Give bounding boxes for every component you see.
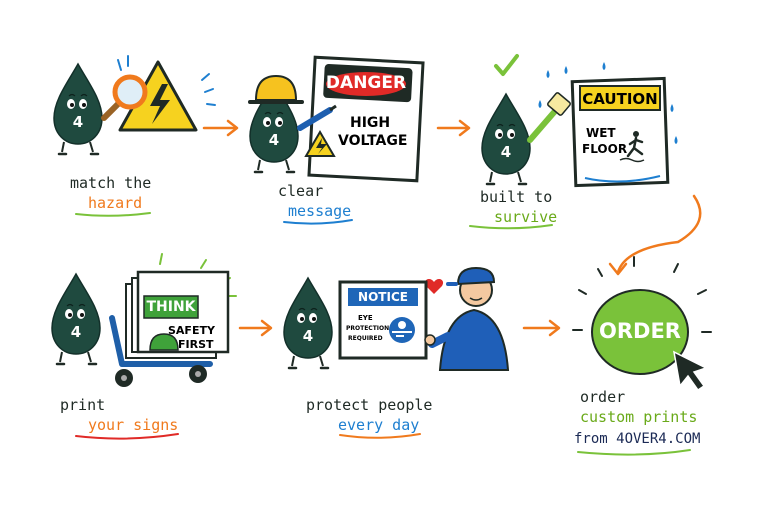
step-2-caption-line1: clear (278, 182, 324, 200)
worker-figure (424, 266, 510, 371)
step-3 (480, 54, 678, 188)
hard-hat-icon (248, 74, 304, 104)
water-drop-mascot (50, 272, 102, 366)
caution-sign-header: CAUTION (582, 90, 658, 108)
step-6 (572, 256, 712, 392)
paint-brush-icon (527, 92, 571, 143)
danger-sign (304, 55, 425, 183)
step-6-caption-line3[interactable]: from 4OVER4.COM (574, 431, 701, 447)
step-4-caption-line1: print (60, 396, 106, 414)
marker-pen-icon (297, 104, 337, 131)
danger-sign-header: DANGER (325, 73, 407, 93)
caution-sign-line1: WET (586, 126, 616, 140)
motion-marks (572, 256, 712, 333)
hand-truck-icon (109, 315, 213, 387)
notice-sign-line3: REQUIRED (348, 335, 383, 342)
eye-protection-icon (389, 317, 415, 343)
step-1 (52, 55, 216, 156)
water-drop-mascot (52, 62, 104, 156)
step-2-caption-line2: message (288, 202, 352, 220)
arrow-2-3 (436, 119, 471, 137)
step-6-caption-line2: custom prints (580, 408, 698, 426)
check-icon (494, 54, 519, 76)
cursor-arrow-icon (673, 350, 708, 392)
underlines (75, 212, 691, 456)
arrow-1-2 (202, 119, 239, 137)
mascot-number: 4 (70, 323, 82, 341)
step-4-caption-line2: your signs (88, 416, 179, 434)
step-1-caption-line1: match the (70, 174, 152, 192)
magnifier-icon (101, 74, 148, 121)
mascot-number: 4 (500, 143, 512, 161)
danger-sign-line1: HIGH (350, 115, 391, 131)
caution-sign-line2: FLOOR (582, 142, 628, 156)
arrow-4-5 (238, 319, 273, 337)
water-drop-mascot (282, 276, 334, 370)
motion-marks (117, 55, 216, 106)
splash-marks (538, 62, 678, 144)
step-4 (50, 253, 237, 387)
flow-arrows (202, 119, 702, 337)
arrow-3-6 (608, 194, 702, 276)
step-2 (248, 55, 425, 183)
hard-hat-icon (149, 333, 179, 351)
think-sign-line1: SAFETY (168, 324, 215, 337)
mascot-number: 4 (72, 113, 84, 131)
step-1-caption-line2: hazard (88, 194, 143, 212)
step-5-caption-line2: every day (338, 416, 420, 434)
notice-sign-line2: PROTECTION (346, 325, 390, 332)
mascot-number: 4 (268, 131, 280, 149)
order-button[interactable] (591, 289, 689, 375)
arrow-5-6 (522, 319, 561, 337)
caution-sign (570, 76, 670, 188)
step-5-caption-line1: protect people (306, 396, 433, 414)
mascot-number: 4 (302, 327, 314, 345)
notice-sign-header: NOTICE (358, 290, 408, 304)
sign-stack (125, 270, 230, 359)
step-5 (282, 266, 510, 371)
step-3-caption-line2: survive (494, 208, 558, 226)
notice-sign-line1: EYE (358, 314, 373, 322)
think-sign-header: THINK (146, 299, 196, 315)
danger-sign-line2: VOLTAGE (338, 133, 408, 149)
step-6-caption-line1: order (580, 388, 626, 406)
step-3-caption-line1: built to (480, 188, 553, 206)
think-sign-line2: FIRST (178, 338, 214, 351)
heart-icon (424, 279, 444, 294)
notice-sign (338, 280, 428, 360)
water-drop-mascot (480, 92, 532, 186)
order-button-label[interactable]: ORDER (599, 319, 681, 343)
